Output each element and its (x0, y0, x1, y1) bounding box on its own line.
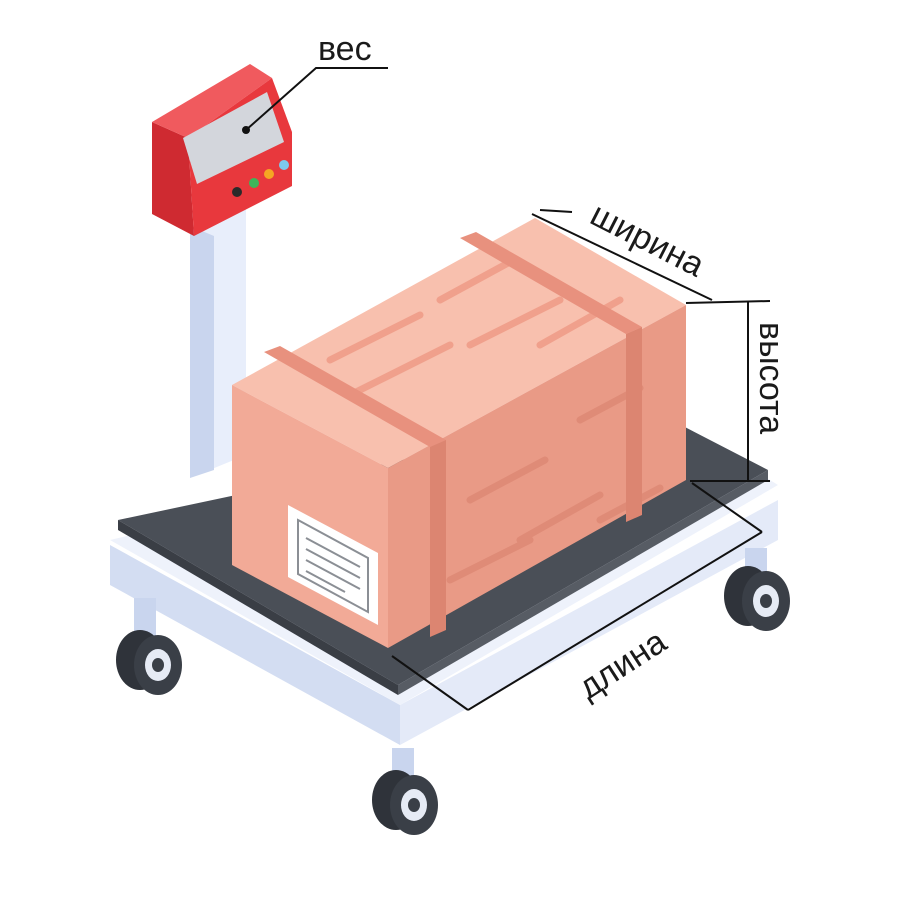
length-dimension-line (467, 531, 763, 711)
indicator-button-icon (279, 160, 289, 170)
weight-display-screen (183, 92, 284, 184)
indicator-button-icon (264, 169, 274, 179)
width-dimension-line (531, 213, 713, 301)
crate-side (388, 305, 686, 648)
indicator-button-icon (232, 187, 242, 197)
crate-strap (264, 346, 446, 447)
dimension-lines (245, 67, 771, 711)
caster-wheel-front-left (116, 598, 182, 695)
caster-wheel-right (724, 548, 790, 631)
crate-strap (460, 232, 642, 334)
caster-wheel-front-middle (372, 748, 438, 835)
weight-leader-line (245, 67, 388, 131)
weight-leader-dot (242, 126, 250, 134)
shipping-label-icon (288, 505, 378, 625)
weight-label: вес (318, 30, 372, 68)
crate-top (232, 218, 686, 468)
indicator-button-icon (249, 178, 259, 188)
weight-terminal (152, 64, 292, 236)
height-label: высота (752, 322, 790, 434)
wooden-crate (232, 218, 686, 648)
